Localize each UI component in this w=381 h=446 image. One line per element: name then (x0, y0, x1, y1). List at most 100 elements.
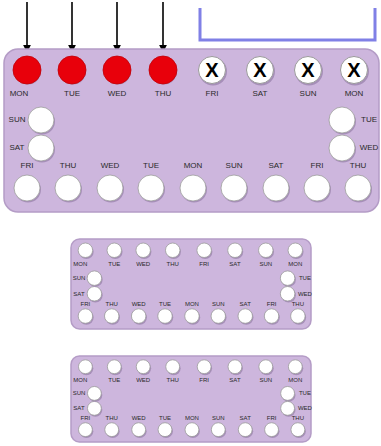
pointer-arrow (116, 2, 118, 52)
pill (87, 386, 102, 401)
pill (87, 287, 102, 303)
day-label: SUN (212, 415, 225, 421)
day-label: TUE (159, 415, 171, 421)
pill (55, 175, 82, 203)
pill-dot (28, 135, 54, 161)
pill (291, 309, 306, 325)
pill-dot (288, 360, 302, 374)
pill-dot (105, 423, 119, 437)
day-label: WED (136, 261, 150, 267)
day-label: MON (73, 261, 87, 267)
pill (78, 423, 93, 438)
pill-dot (228, 243, 242, 257)
pill-dot (185, 423, 199, 437)
taken-pill (13, 56, 41, 84)
pill-dot (136, 243, 150, 257)
pill-dot (280, 287, 294, 301)
pill (136, 243, 151, 259)
pill (58, 56, 86, 85)
pill-dot (14, 175, 40, 201)
pill-dot (131, 309, 145, 323)
pill-dot (138, 175, 164, 201)
pill (304, 175, 331, 203)
pill-dot (228, 360, 242, 374)
pill (107, 360, 122, 375)
pill (87, 401, 102, 416)
pill-dot (107, 360, 121, 374)
day-label: WED (108, 90, 127, 98)
pointer-arrow (71, 2, 73, 52)
pill (87, 271, 102, 287)
day-label: SUN (226, 162, 243, 170)
day-label: THU (106, 301, 118, 307)
pill-dot (78, 423, 92, 437)
pointer-arrows (27, 2, 163, 52)
pill-dot (165, 243, 179, 257)
day-label: SUN (73, 390, 86, 396)
pill (131, 309, 146, 325)
day-label: WED (136, 377, 150, 383)
day-label: THU (155, 90, 171, 98)
day-label: SUN (259, 261, 272, 267)
pill (165, 243, 180, 259)
pill (97, 175, 124, 203)
pill-dot (238, 309, 252, 323)
day-label: SUN (73, 275, 86, 281)
day-label: WED (132, 301, 146, 307)
day-label: FRI (267, 301, 277, 307)
pill (197, 243, 212, 259)
day-label: SUN (212, 301, 225, 307)
day-label: WED (132, 415, 146, 421)
pill-dot (259, 360, 273, 374)
pack-card (3, 48, 380, 213)
pill-dot (345, 175, 371, 201)
skipped-pill: X (340, 56, 368, 84)
day-label: THU (292, 301, 304, 307)
pill (265, 423, 280, 438)
skipped-pill: X (198, 56, 226, 84)
day-label: MON (288, 377, 302, 383)
pill (221, 175, 248, 203)
day-label: TUE (299, 390, 311, 396)
day-label: SAT (269, 162, 284, 170)
pill-dot (185, 309, 199, 323)
day-label: WED (360, 144, 379, 152)
pill (280, 287, 295, 303)
pill (211, 309, 226, 325)
pill (158, 309, 173, 325)
day-label: FRI (81, 415, 91, 421)
day-label: THU (292, 415, 304, 421)
skip-mark: X (253, 60, 266, 80)
pill (149, 56, 177, 85)
pill (280, 271, 295, 287)
skipped-pill: X (294, 56, 322, 84)
day-label: FRI (267, 415, 277, 421)
day-label: FRI (21, 162, 34, 170)
pack-body (71, 239, 311, 329)
pack-body (71, 356, 311, 442)
pill-dot (166, 360, 180, 374)
day-label: THU (167, 261, 179, 267)
pill-dot (264, 309, 278, 323)
pill-dot (87, 287, 101, 301)
day-label: TUE (299, 275, 311, 281)
day-label: FRI (199, 377, 209, 383)
taken-pill (149, 56, 177, 84)
pill (28, 107, 55, 135)
day-label: SUN (9, 116, 26, 124)
pill (14, 175, 41, 203)
pill (105, 423, 120, 438)
bracket (200, 8, 375, 40)
pill (281, 386, 296, 401)
pill (28, 135, 55, 163)
pill-dot (55, 175, 81, 201)
pill-pack: MONTUEWEDTHUFRISATSUNMONSUNTUESATWEDFRIT… (70, 355, 312, 443)
skip-mark: X (347, 60, 360, 80)
day-label: THU (106, 415, 118, 421)
pill-dot (197, 243, 211, 257)
pill (259, 360, 274, 375)
day-label: SAT (10, 144, 25, 152)
day-label: TUE (64, 90, 80, 98)
day-label: SAT (253, 90, 268, 98)
pill-dot (221, 175, 247, 201)
